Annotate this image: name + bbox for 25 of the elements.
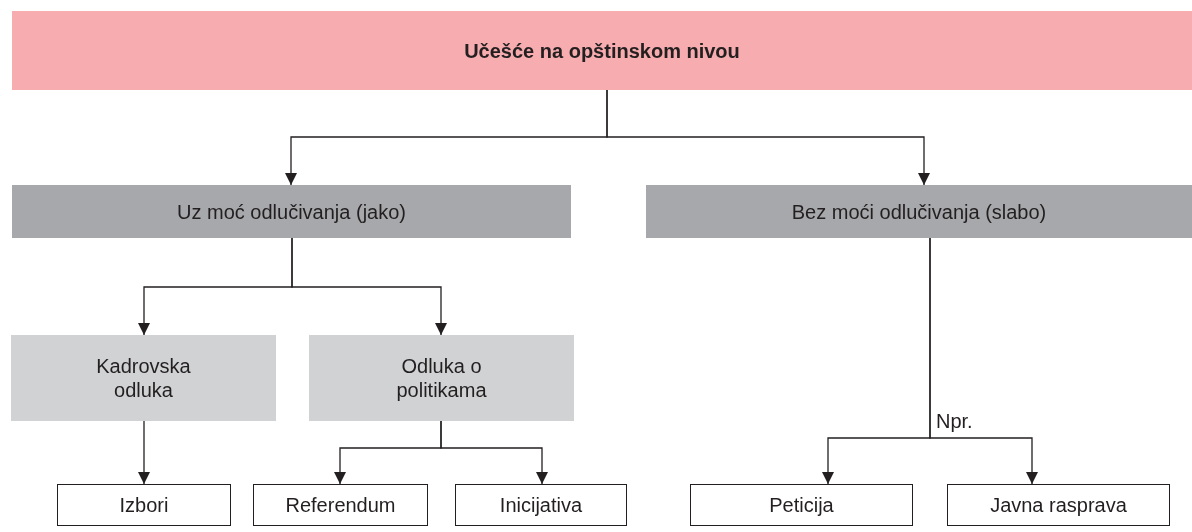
leaf-box — [253, 484, 428, 526]
title-banner — [12, 11, 1192, 90]
node-label: Uz moć odlučivanja (jako) — [177, 199, 406, 224]
node-label: Referendum — [285, 493, 396, 517]
arrow — [291, 237, 447, 336]
arrow — [440, 420, 548, 485]
category-box — [646, 185, 1192, 238]
node-label: Izbori — [119, 493, 169, 517]
arrow — [606, 89, 930, 186]
node-label: Bez moći odlučivanja (slabo) — [791, 199, 1047, 224]
arrow — [929, 237, 1038, 485]
subcategory-box — [11, 335, 276, 421]
node-label: Peticija — [769, 493, 834, 517]
leaf-box — [947, 484, 1170, 526]
category-box — [12, 185, 571, 238]
arrow — [138, 420, 150, 485]
leaf-box — [57, 484, 231, 526]
node-label: Kadrovska odluka — [95, 354, 192, 402]
leaf-box — [455, 484, 627, 526]
leaf-box — [690, 484, 913, 526]
node-label: Odluka o politikama — [395, 354, 488, 402]
node-label: Inicijativa — [499, 493, 583, 517]
node-label: Javna rasprava — [990, 493, 1127, 517]
subcategory-box — [309, 335, 574, 421]
node-label: Učešće na opštinskom nivou — [464, 38, 740, 63]
